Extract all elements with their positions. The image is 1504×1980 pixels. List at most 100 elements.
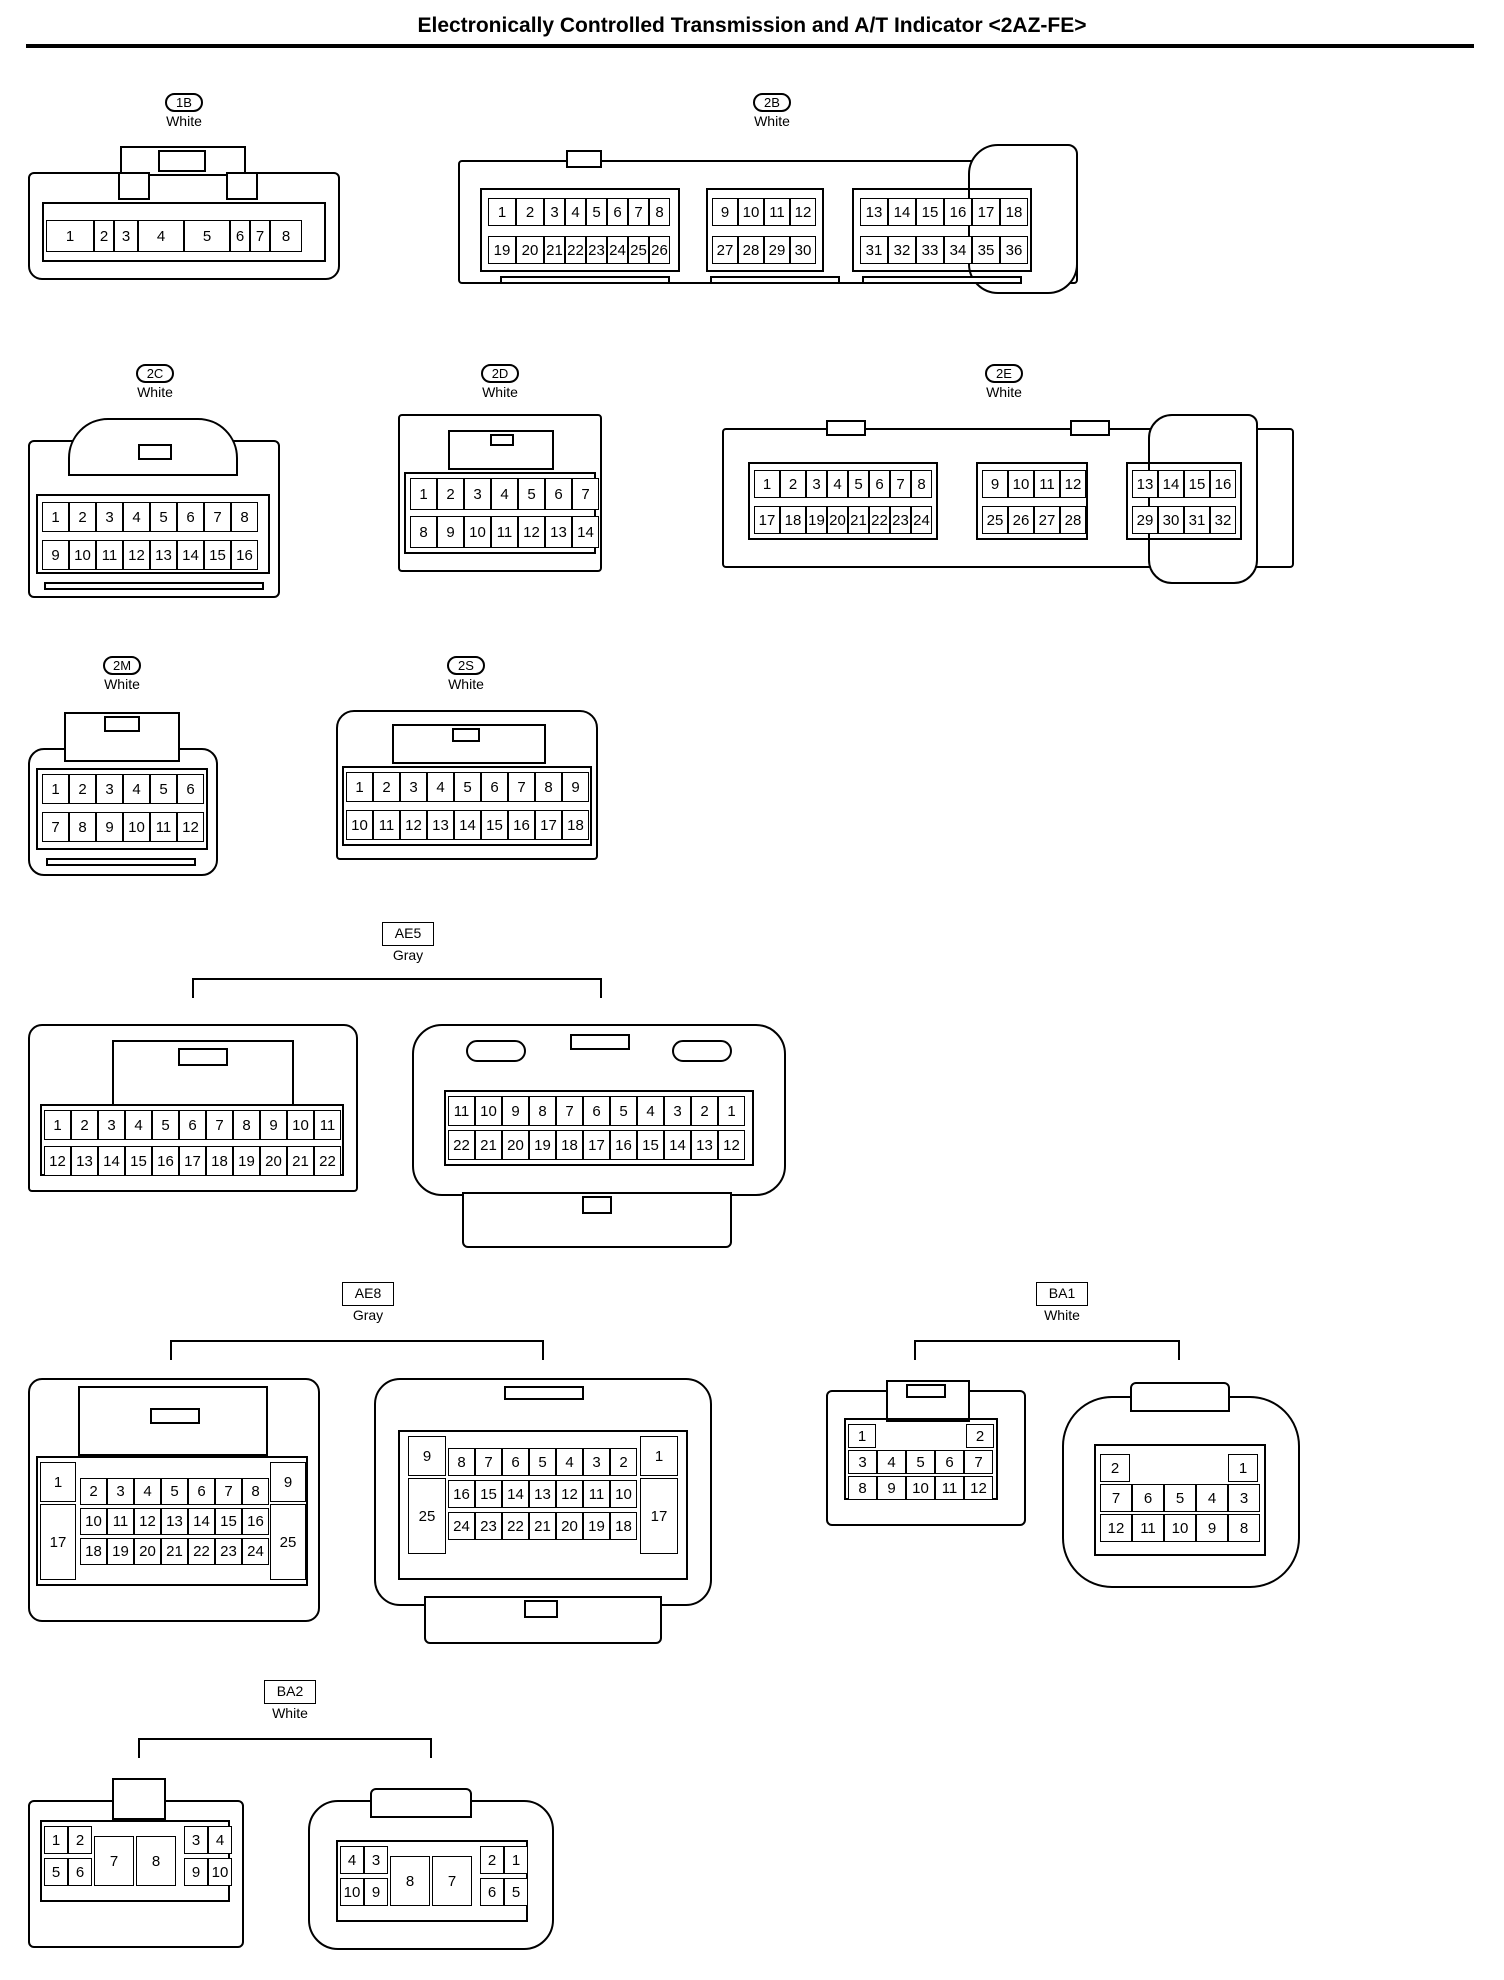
connector-pin: 5 [161, 1478, 188, 1505]
connector-pin: 18 [80, 1538, 107, 1565]
connector-pin: 23 [215, 1538, 242, 1565]
connector-id-label: 2S [447, 656, 485, 675]
connector-pin: 12 [718, 1130, 745, 1160]
connector-pin: 1 [40, 1462, 76, 1502]
connector-pin: 7 [628, 198, 649, 226]
connector-pin: 13 [71, 1146, 98, 1176]
page-title: Electronically Controlled Transmission a… [417, 14, 1087, 37]
connector-pin: 13 [427, 810, 454, 840]
connector-pin: 1 [754, 470, 780, 498]
bracket [170, 1340, 544, 1360]
connector-pin: 20 [827, 506, 848, 534]
latch-tab [504, 1386, 584, 1400]
connector-pin: 8 [136, 1836, 176, 1886]
connector-pin: 6 [480, 1878, 504, 1906]
connector-pin: 20 [260, 1146, 287, 1176]
connector-pin: 3 [96, 774, 123, 804]
connector-pin: 23 [586, 236, 607, 264]
connector-pin: 4 [491, 478, 518, 510]
connector-pin: 7 [1100, 1484, 1132, 1512]
connector-pin: 9 [437, 516, 464, 548]
connector-pin: 5 [906, 1450, 935, 1474]
connector-pin: 14 [177, 540, 204, 570]
connector-color-label: Gray [352, 1307, 384, 1323]
connector-pin: 22 [188, 1538, 215, 1565]
connector-pin: 12 [134, 1508, 161, 1535]
connector-pin: 25 [270, 1504, 306, 1580]
connector-pin: 5 [586, 198, 607, 226]
connector-pin: 2 [373, 772, 400, 802]
connector-pin: 2 [437, 478, 464, 510]
connector-pin: 22 [448, 1130, 475, 1160]
connector-pin: 3 [364, 1846, 388, 1874]
connector-pin: 11 [583, 1480, 610, 1508]
connector-pin: 22 [869, 506, 890, 534]
rail [710, 276, 840, 284]
connector-pin: 3 [400, 772, 427, 802]
connector-pin: 12 [177, 812, 204, 842]
connector-pin: 11 [150, 812, 177, 842]
connector-pin: 4 [208, 1826, 232, 1854]
pin-cavity [398, 1430, 688, 1580]
connector-pin: 11 [935, 1476, 964, 1500]
hood [886, 1380, 970, 1422]
connector-pin: 2 [516, 198, 544, 226]
connector-pin: 35 [972, 236, 1000, 264]
connector-color-label: White [272, 1705, 308, 1721]
connector-pin: 11 [491, 516, 518, 548]
connector-pin: 3 [184, 1826, 208, 1854]
connector-pin: 4 [565, 198, 586, 226]
pin-cavity [36, 1456, 308, 1586]
connector-pin: 2 [691, 1096, 718, 1126]
connector-pin: 6 [481, 772, 508, 802]
connector-pin: 11 [96, 540, 123, 570]
connector-pin: 10 [346, 810, 373, 840]
slot [672, 1040, 732, 1062]
connector-pin: 6 [502, 1448, 529, 1476]
connector-pin: 4 [556, 1448, 583, 1476]
connector-pin: 2 [1100, 1454, 1130, 1482]
connector-pin: 12 [1060, 470, 1086, 498]
connector-pin: 13 [1132, 470, 1158, 498]
latch-tab [178, 1048, 228, 1066]
connector-pin: 1 [346, 772, 373, 802]
connector-id-label: 2D [481, 364, 519, 383]
connector-pin: 4 [637, 1096, 664, 1126]
connector-pin: 13 [150, 540, 177, 570]
connector-pin: 11 [1132, 1514, 1164, 1542]
connector-pin: 12 [44, 1146, 71, 1176]
connector-pin: 7 [432, 1856, 472, 1906]
connector-pin: 14 [454, 810, 481, 840]
connector-pin: 2 [71, 1110, 98, 1140]
connector-pin: 15 [481, 810, 508, 840]
connector-pin: 10 [475, 1096, 502, 1126]
connector-pin: 12 [556, 1480, 583, 1508]
connector-pin: 8 [649, 198, 670, 226]
connector-pin: 6 [177, 774, 204, 804]
connector-pin: 9 [96, 812, 123, 842]
connector-pin: 11 [1034, 470, 1060, 498]
connector-color-label: White [448, 676, 484, 692]
connector-pin: 10 [208, 1858, 232, 1886]
connector-pin: 5 [504, 1878, 528, 1906]
connector-pin: 8 [1228, 1514, 1260, 1542]
connector-pin: 10 [1164, 1514, 1196, 1542]
connector-pin: 14 [572, 516, 599, 548]
connector-pin: 7 [964, 1450, 993, 1474]
pin-block [976, 462, 1088, 540]
connector-pin: 9 [712, 198, 738, 226]
pin-cavity [342, 766, 592, 846]
connector-pin: 27 [712, 236, 738, 264]
connector-pin: 31 [860, 236, 888, 264]
pin-cavity [42, 202, 326, 262]
connector-pin: 1 [46, 220, 94, 252]
connector-pin: 17 [754, 506, 780, 534]
connector-pin: 3 [107, 1478, 134, 1505]
connector-pin: 36 [1000, 236, 1028, 264]
connector-pin: 16 [508, 810, 535, 840]
pin-cavity [1094, 1444, 1266, 1556]
connector-pin: 8 [448, 1448, 475, 1476]
connector-id-label: AE5 [382, 922, 434, 946]
pin-block [748, 462, 938, 540]
bracket [138, 1738, 432, 1758]
